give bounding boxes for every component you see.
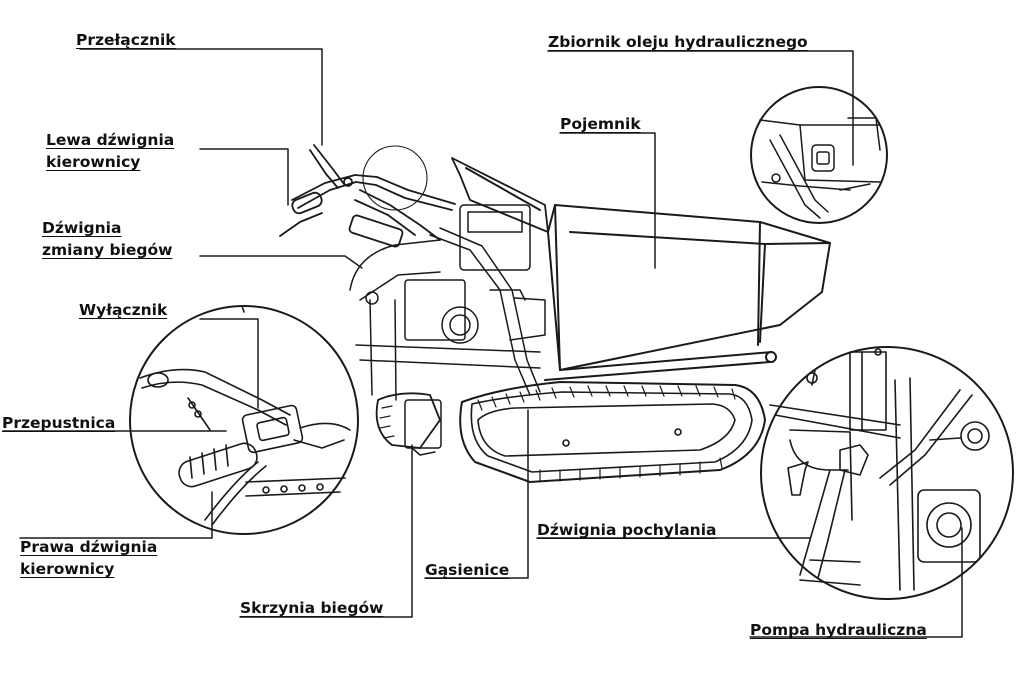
label-dzwignia-pochylania: Dźwignia pochylania [537,521,717,539]
label-dzwignia-zmiany-line1: Dźwignia [42,219,122,237]
leader-pompa [749,527,963,638]
label-lewa-dzwignia-line2: kierownicy [46,153,141,171]
label-pompa-hydrauliczna: Pompa hydrauliczna [750,621,927,639]
leader-prawa-dzwignia [19,491,213,539]
label-lewa-dzwignia-line1: Lewa dźwignia [46,131,175,149]
label-skrzynia-biegow: Skrzynia biegów [240,599,384,617]
dump-bin [451,157,831,381]
engine-frame [349,204,546,456]
label-wylacznik: Wyłącznik [79,301,168,319]
detail-circle-pump [760,346,1014,600]
leader-lewa-dzwignia [199,148,289,206]
label-dzwignia-zmiany-line2: zmiany biegów [42,241,173,259]
leader-zbiornik [547,50,854,166]
leader-gasienice [424,409,529,579]
label-prawa-dzwignia-line2: kierownicy [20,560,115,578]
crawler-track [375,381,766,483]
leader-pojemnik [559,132,656,269]
leader-skrzynia [239,444,413,618]
label-prawa-dzwignia-line1: Prawa dźwignia [20,538,158,556]
detail-circle-oil-tank [750,86,888,224]
label-pojemnik: Pojemnik [560,115,641,133]
label-zbiornik-oleju: Zbiornik oleju hydraulicznego [548,33,808,51]
leader-lines [2,48,963,638]
handlebar [279,144,456,248]
leader-dzwignia-zmiany [199,255,363,269]
leader-przelacznik [79,48,323,146]
detail-circle-controls [129,305,359,535]
label-przepustnica: Przepustnica [2,414,116,432]
label-gasienice: Gąsienice [425,561,510,579]
leader-wylacznik [199,318,259,409]
label-przelacznik: Przełącznik [76,31,176,49]
